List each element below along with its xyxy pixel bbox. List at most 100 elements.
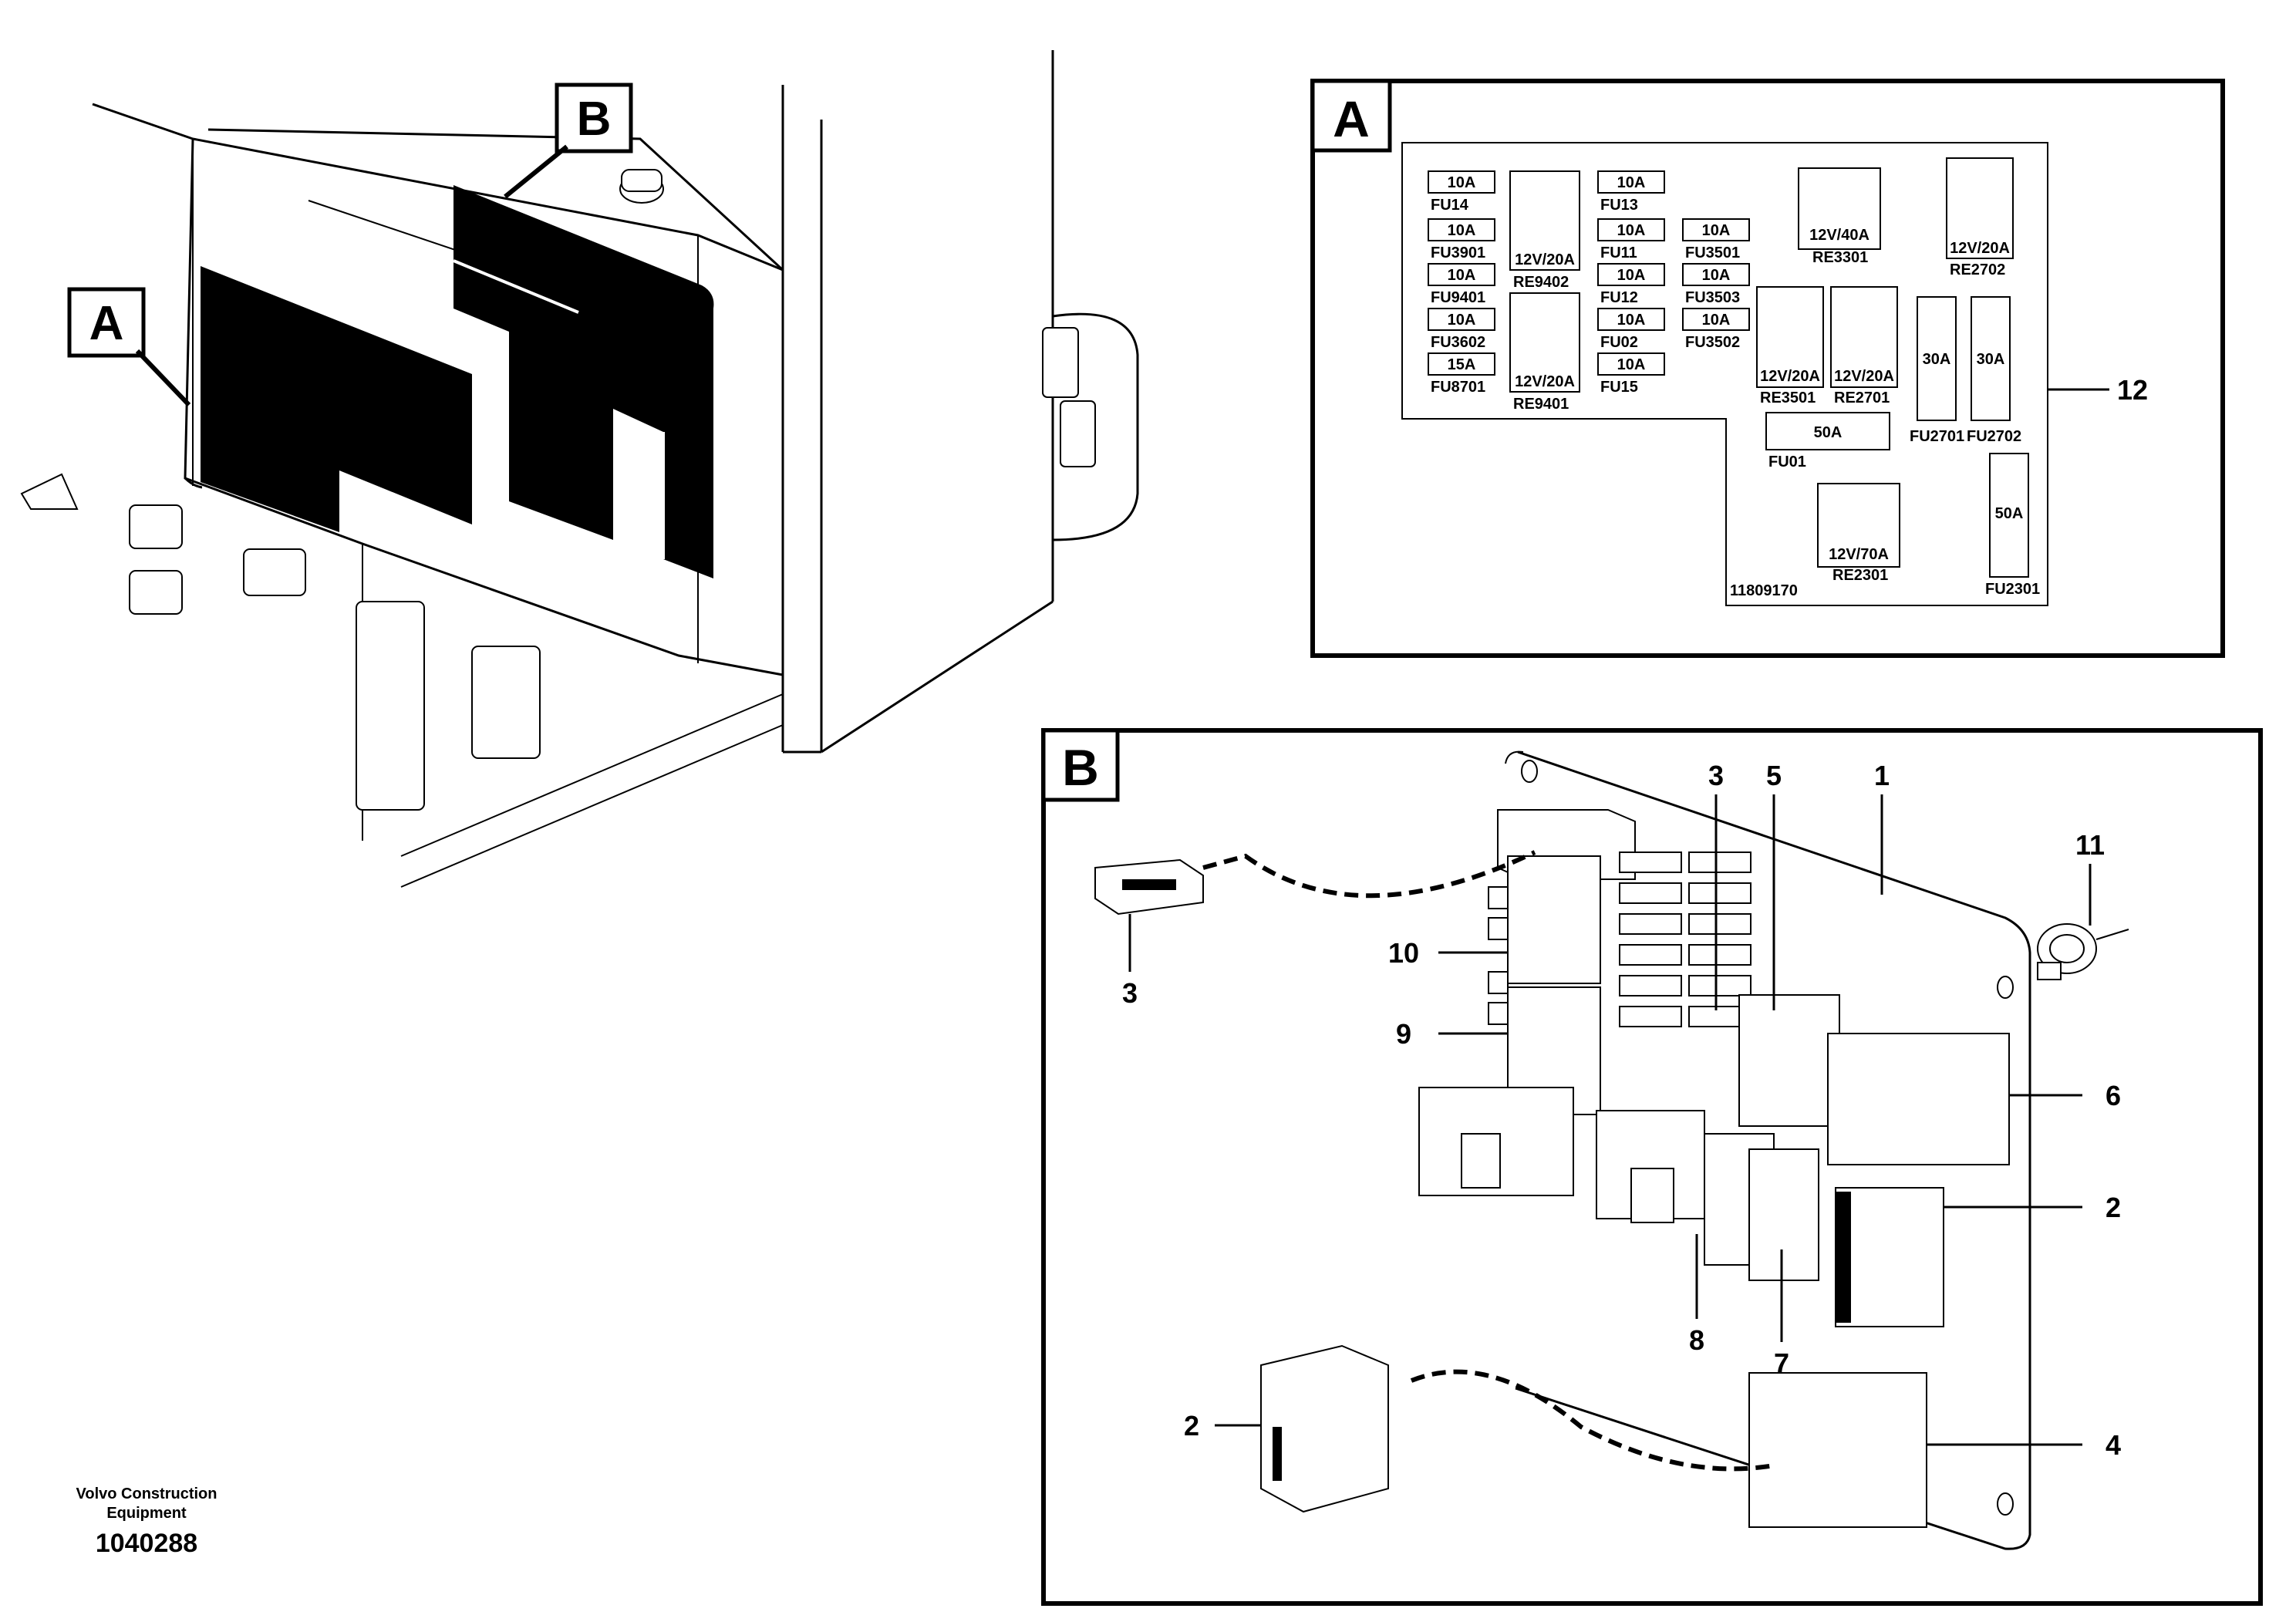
relay-id: RE9401 bbox=[1513, 396, 1569, 413]
vent-4 bbox=[356, 601, 425, 811]
fuse-fu2301 bbox=[1989, 453, 2029, 578]
fuse-fu2701 bbox=[1917, 296, 1957, 421]
fuse-fu14 bbox=[1428, 170, 1495, 194]
relay-re2701 bbox=[1830, 286, 1898, 388]
panel-a-title: A bbox=[1333, 90, 1370, 147]
callout-7: 7 bbox=[1774, 1347, 1789, 1379]
fuse-column-mid2: 10A FU3501 10A FU3503 10A FU3502 bbox=[1682, 218, 1750, 351]
connector-block-4 bbox=[1748, 1372, 1927, 1528]
footer: Volvo Construction Equipment 1040288 bbox=[76, 1485, 217, 1558]
svg-text:30A: 30A bbox=[1977, 351, 2005, 368]
fuse-fu3501 bbox=[1682, 218, 1750, 241]
relay-re9401 bbox=[1509, 292, 1580, 393]
svg-text:FU2702: FU2702 bbox=[1967, 428, 2021, 445]
company-line-1: Volvo Construction bbox=[76, 1485, 217, 1502]
vent-5 bbox=[471, 646, 541, 759]
fuse-id: FU8701 bbox=[1431, 379, 1485, 396]
svg-text:FU15: FU15 bbox=[1600, 379, 1638, 396]
area-a-highlight bbox=[201, 266, 472, 532]
callout-2-right: 2 bbox=[2106, 1192, 2121, 1223]
svg-text:RE2701: RE2701 bbox=[1834, 389, 1890, 406]
fuse-fu3602 bbox=[1428, 308, 1495, 331]
overview-label-b-box bbox=[555, 83, 633, 153]
svg-text:RE2301: RE2301 bbox=[1832, 567, 1888, 584]
svg-text:10A: 10A bbox=[1617, 312, 1646, 329]
overview-label-a: A bbox=[89, 297, 124, 350]
fuse-fu13 bbox=[1597, 170, 1665, 194]
fuse-rating: 10A bbox=[1448, 312, 1476, 329]
svg-text:FU3502: FU3502 bbox=[1685, 334, 1740, 351]
svg-text:10A: 10A bbox=[1702, 222, 1731, 239]
relay-re3301 bbox=[1798, 167, 1881, 250]
fuse-bank bbox=[1619, 851, 1752, 1027]
svg-text:10A: 10A bbox=[1617, 222, 1646, 239]
relay-7 bbox=[1748, 1148, 1819, 1281]
fuse-fu11 bbox=[1597, 218, 1665, 241]
callout-3-top: 3 bbox=[1708, 760, 1724, 791]
relay-re2702 bbox=[1946, 157, 2014, 259]
svg-text:12V/70A: 12V/70A bbox=[1829, 546, 1889, 563]
panel-a: A 12 11809170 10A FU14 10A FU3901 10A FU… bbox=[1310, 79, 2225, 658]
vent-2 bbox=[129, 570, 183, 615]
sensor-11 bbox=[2037, 923, 2129, 980]
callout-3-left: 3 bbox=[1122, 977, 1138, 1009]
svg-text:10A: 10A bbox=[1617, 267, 1646, 284]
svg-text:10A: 10A bbox=[1702, 267, 1731, 284]
vent-1 bbox=[129, 504, 183, 549]
svg-text:10A: 10A bbox=[1617, 174, 1646, 191]
callout-9: 9 bbox=[1396, 1018, 1411, 1050]
svg-text:FU13: FU13 bbox=[1600, 197, 1638, 214]
svg-text:RE2702: RE2702 bbox=[1950, 261, 2005, 278]
drawing-number: 1040288 bbox=[96, 1529, 197, 1558]
relay-10 bbox=[1507, 855, 1601, 984]
svg-text:10A: 10A bbox=[1617, 356, 1646, 373]
fuse-fu2702 bbox=[1971, 296, 2011, 421]
svg-text:FU11: FU11 bbox=[1600, 244, 1637, 261]
relay-6 bbox=[1827, 1033, 2010, 1165]
svg-text:FU01: FU01 bbox=[1768, 454, 1806, 470]
fuse-fu3503 bbox=[1682, 263, 1750, 286]
callout-8: 8 bbox=[1689, 1324, 1704, 1356]
fuse-column-left: 10A FU14 10A FU3901 10A FU9401 10A FU360… bbox=[1428, 170, 1495, 396]
fuse-fu12 bbox=[1597, 263, 1665, 286]
vent-3 bbox=[243, 548, 306, 596]
fuse-fu9401 bbox=[1428, 263, 1495, 286]
relay-re9402 bbox=[1509, 170, 1580, 271]
vent-6 bbox=[20, 473, 79, 510]
svg-text:FU12: FU12 bbox=[1600, 289, 1638, 306]
fuse-fu8701 bbox=[1428, 352, 1495, 376]
callout-1: 1 bbox=[1874, 760, 1890, 791]
fuse-id: FU9401 bbox=[1431, 289, 1485, 306]
fuse-rating: 10A bbox=[1448, 222, 1476, 239]
svg-text:50A: 50A bbox=[1814, 424, 1843, 441]
fuse-box-outline bbox=[1401, 142, 2048, 606]
svg-text:RE3501: RE3501 bbox=[1760, 389, 1816, 406]
panel-b-title: B bbox=[1062, 739, 1099, 796]
relay-re3501 bbox=[1756, 286, 1824, 388]
area-b-highlight bbox=[453, 185, 714, 578]
svg-text:RE3301: RE3301 bbox=[1812, 249, 1868, 266]
overview-label-a-box bbox=[67, 287, 146, 358]
svg-text:FU02: FU02 bbox=[1600, 334, 1638, 351]
relay-rating: 12V/20A bbox=[1515, 373, 1575, 390]
relay-id: RE9402 bbox=[1513, 274, 1569, 291]
fuse-rating: 10A bbox=[1448, 174, 1476, 191]
svg-text:12V/40A: 12V/40A bbox=[1809, 227, 1870, 244]
relay-re2301 bbox=[1817, 483, 1900, 568]
door-latch-upper bbox=[1042, 327, 1079, 398]
fuse-id: FU3602 bbox=[1431, 334, 1485, 351]
fuse-fu3901 bbox=[1428, 218, 1495, 241]
fuse-box-part-number: 11809170 bbox=[1730, 582, 1798, 599]
svg-text:30A: 30A bbox=[1923, 351, 1951, 368]
company-line-2: Equipment bbox=[106, 1505, 187, 1522]
fuse-id: FU14 bbox=[1431, 197, 1469, 214]
svg-text:FU2301: FU2301 bbox=[1985, 581, 2040, 598]
fuse-rating: 15A bbox=[1448, 356, 1476, 373]
svg-text:10A: 10A bbox=[1702, 312, 1731, 329]
svg-text:50A: 50A bbox=[1995, 505, 2024, 522]
svg-text:12V/20A: 12V/20A bbox=[1834, 368, 1894, 385]
fuse-fu02 bbox=[1597, 308, 1665, 331]
callout-6: 6 bbox=[2106, 1080, 2121, 1111]
panel-b: B bbox=[1041, 728, 2263, 1606]
overview-label-b: B bbox=[577, 93, 612, 146]
